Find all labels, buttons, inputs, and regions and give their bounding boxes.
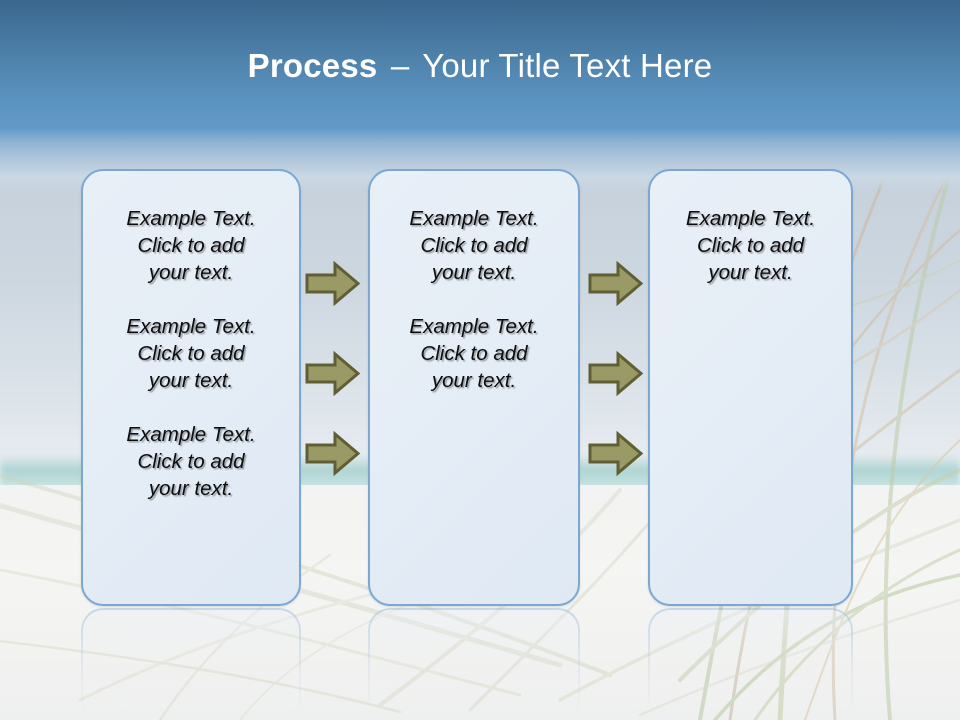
page-title-dash: – [390, 47, 410, 84]
arrow-1-2-icon[interactable] [305, 351, 360, 396]
process-box-1-text-2[interactable]: Example Text. Click to add your text. [126, 315, 256, 392]
process-box-2-reflection [368, 608, 580, 720]
process-box-3[interactable]: Example Text. Click to add your text. [648, 169, 853, 606]
arrow-1-3-icon[interactable] [305, 431, 360, 476]
page-title-strong: Process [247, 47, 378, 84]
arrow-2-1-icon[interactable] [588, 261, 643, 306]
process-box-2-content: Example Text. Click to add your text. Ex… [380, 205, 568, 394]
process-box-1-reflection [81, 608, 301, 720]
process-box-1[interactable]: Example Text. Click to add your text. Ex… [81, 169, 301, 606]
process-box-3-text-1[interactable]: Example Text. Click to add your text. [685, 207, 816, 284]
process-box-1-text-1[interactable]: Example Text. Click to add your text. [126, 207, 256, 284]
arrow-2-2-icon[interactable] [588, 351, 643, 396]
process-box-3-content: Example Text. Click to add your text. [660, 205, 841, 286]
page-title: Process – Your Title Text Here [0, 46, 960, 86]
process-box-2-text-2[interactable]: Example Text. Click to add your text. [409, 315, 539, 392]
process-box-3-reflection [648, 608, 853, 720]
arrow-2-3-icon[interactable] [588, 431, 643, 476]
process-box-2-text-1[interactable]: Example Text. Click to add your text. [409, 207, 539, 284]
title-banner [0, 0, 960, 130]
arrow-1-1-icon[interactable] [305, 261, 360, 306]
process-box-2[interactable]: Example Text. Click to add your text. Ex… [368, 169, 580, 606]
page-title-rest: Your Title Text Here [422, 47, 713, 84]
process-box-1-content: Example Text. Click to add your text. Ex… [93, 205, 289, 502]
process-box-1-text-3[interactable]: Example Text. Click to add your text. [126, 423, 256, 500]
